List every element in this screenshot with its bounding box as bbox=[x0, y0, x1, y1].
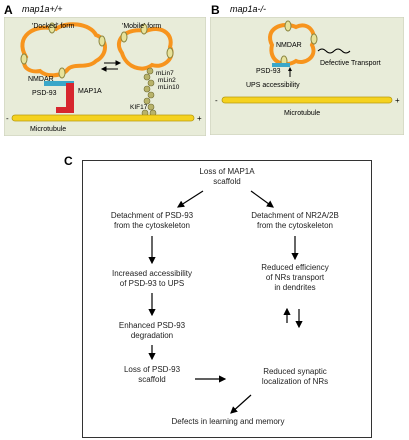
exchange-arrows bbox=[100, 60, 122, 72]
node-degradation: Enhanced PSD-93 degradation bbox=[118, 321, 186, 340]
panel-a-genotype: map1a+/+ bbox=[22, 4, 63, 14]
docked-form-label: 'Docked' form bbox=[32, 23, 75, 30]
node-reduced-localization: Reduced synaptic localization of NRs bbox=[261, 367, 329, 386]
ups-label: UPS accessibility bbox=[246, 82, 300, 89]
node-ups-access: Increased accessibility of PSD-93 to UPS bbox=[111, 269, 193, 288]
flowchart-box: Loss of MAP1A scaffold Detachment of PSD… bbox=[82, 160, 372, 438]
defective-transport-label: Defective Transport bbox=[320, 60, 381, 67]
node-detach-nr: Detachment of NR2A/2B from the cytoskele… bbox=[251, 211, 339, 230]
node-loss-map1a: Loss of MAP1A scaffold bbox=[199, 167, 255, 186]
defective-transport-arrow bbox=[317, 48, 351, 54]
psd93-label: PSD-93 bbox=[256, 68, 281, 75]
node-reduced-transport: Reduced efficiency of NRs transport in d… bbox=[261, 263, 329, 292]
map1a-shape bbox=[56, 83, 74, 113]
node-detach-psd93: Detachment of PSD-93 from the cytoskelet… bbox=[110, 211, 194, 230]
mlin7-label: mLin7 bbox=[156, 70, 174, 77]
psd93-label: PSD-93 bbox=[32, 90, 57, 97]
panel-b-genotype: map1a-/- bbox=[230, 4, 267, 14]
psd93-shape bbox=[272, 63, 290, 67]
panel-a-letter: A bbox=[4, 3, 13, 17]
node-loss-psd93: Loss of PSD-93 scaffold bbox=[123, 365, 181, 384]
minus-end-label: - bbox=[215, 96, 218, 105]
flowchart-arrows bbox=[148, 190, 303, 414]
panel-b-letter: B bbox=[211, 3, 220, 17]
psd93-shape bbox=[44, 81, 74, 86]
nmdar-label: NMDAR bbox=[276, 42, 302, 49]
mobile-form-label: 'Mobile' form bbox=[122, 23, 161, 30]
microtubule-shape bbox=[11, 114, 195, 122]
microtubule-shape bbox=[221, 96, 393, 104]
docked-nmdar-membrane bbox=[20, 22, 107, 78]
mobile-nmdar-membrane bbox=[117, 27, 174, 71]
plus-end-label: + bbox=[197, 114, 202, 123]
nmdar-label: NMDAR bbox=[28, 76, 54, 83]
microtubule-label: Microtubule bbox=[284, 110, 320, 117]
mlin2-label: mLin2 bbox=[158, 77, 176, 84]
minus-end-label: - bbox=[6, 114, 9, 123]
microtubule-label: Microtubule bbox=[30, 126, 66, 133]
panel-a-illustration: 'Docked' form 'Mobile' form NMDAR PSD-93… bbox=[4, 17, 206, 136]
panel-c-letter: C bbox=[64, 154, 73, 168]
nmdar-receptor-icon bbox=[20, 22, 174, 79]
map1a-label: MAP1A bbox=[78, 88, 102, 95]
panel-b-illustration: NMDAR PSD-93 UPS accessibility Defective… bbox=[210, 17, 404, 135]
mlin10-label: mLin10 bbox=[158, 84, 180, 91]
plus-end-label: + bbox=[395, 96, 400, 105]
kif17-label: KIF17 bbox=[130, 104, 148, 111]
kif17-shape bbox=[141, 67, 157, 117]
node-defects: Defects in learning and memory bbox=[171, 417, 285, 426]
